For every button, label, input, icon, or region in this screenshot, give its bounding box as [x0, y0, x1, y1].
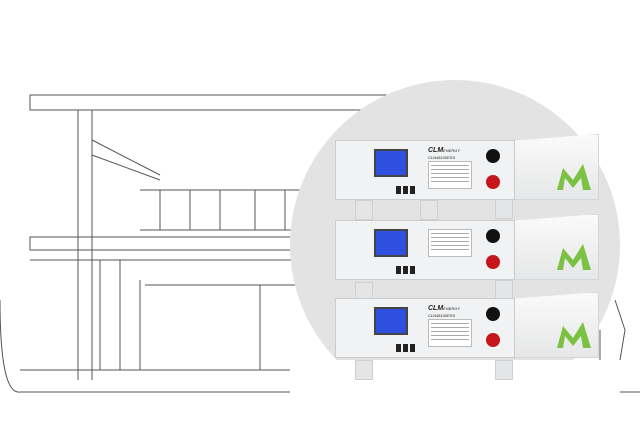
spec-label [428, 319, 472, 347]
brand-sub: ENERGY [443, 148, 461, 153]
ports [396, 339, 417, 357]
brand-sub: ENERGY [443, 306, 461, 311]
model-number: CLN48100ESS [428, 313, 456, 318]
lcd-screen [374, 307, 408, 335]
negative-terminal [486, 149, 500, 163]
brand-logo-icon [557, 322, 591, 348]
model-number: CLN48100ESS [428, 155, 456, 160]
battery-front-panel: CLMENERGY CLN48100ESS [335, 140, 515, 200]
spec-label [428, 229, 472, 257]
support-leg [420, 200, 438, 220]
ports [396, 181, 417, 199]
support-leg [355, 200, 373, 220]
ports [396, 261, 417, 279]
battery-unit: CLMENERGY CLN48100ESS [335, 134, 599, 200]
negative-terminal [486, 229, 500, 243]
support-leg [355, 360, 373, 380]
battery-front-panel [335, 220, 515, 280]
negative-terminal [486, 307, 500, 321]
battery-front-panel: CLMENERGY CLN48100ESS [335, 298, 515, 358]
battery-unit: CLMENERGY CLN48100ESS [335, 292, 599, 358]
positive-terminal [486, 175, 500, 189]
brand-name: CLM [428, 147, 444, 154]
lcd-screen [374, 149, 408, 177]
brand-name: CLM [428, 305, 444, 312]
positive-terminal [486, 255, 500, 269]
brand-logo-icon [557, 244, 591, 270]
spec-label [428, 161, 472, 189]
brand-logo-icon [557, 164, 591, 190]
lcd-screen [374, 229, 408, 257]
support-leg [495, 360, 513, 380]
positive-terminal [486, 333, 500, 347]
battery-unit [335, 214, 599, 280]
